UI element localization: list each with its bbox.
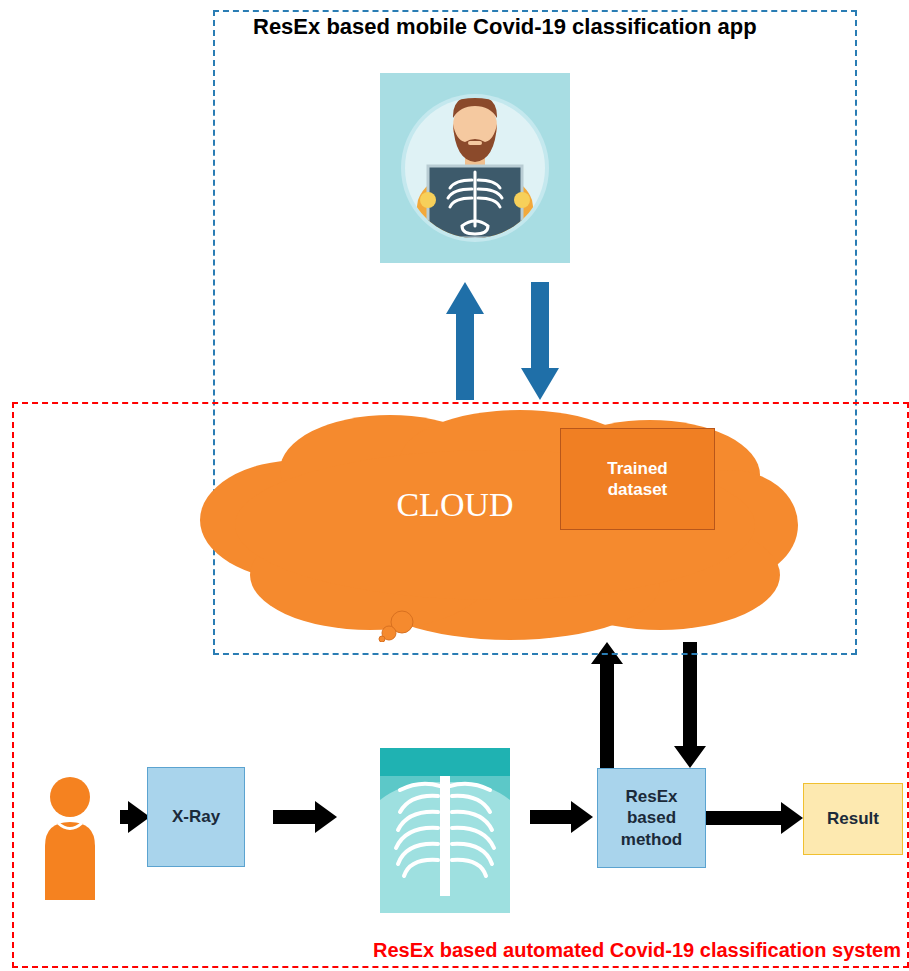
app-upload-arrow bbox=[446, 282, 484, 400]
flow-arrow bbox=[273, 801, 337, 833]
node-label: CLOUD bbox=[396, 486, 513, 524]
node-label: Trained dataset bbox=[588, 458, 688, 501]
result-box: Result bbox=[803, 783, 903, 855]
flow-arrow bbox=[591, 642, 623, 768]
cloud-shape: CLOUD Trained dataset bbox=[190, 410, 800, 642]
chest-xray-image bbox=[380, 748, 510, 913]
flow-arrow bbox=[674, 642, 706, 768]
node-label: ResEx based method bbox=[612, 786, 692, 850]
flow-arrow bbox=[530, 801, 593, 833]
flow-arrow bbox=[120, 801, 150, 833]
process-box: ResEx based method bbox=[597, 768, 706, 868]
app-download-arrow bbox=[521, 282, 559, 400]
process-box: X-Ray bbox=[147, 767, 245, 867]
node-label: X-Ray bbox=[172, 806, 220, 827]
patient-icon bbox=[45, 777, 95, 900]
node-label: ResEx based mobile Covid-19 classificati… bbox=[253, 14, 757, 40]
flow-arrow bbox=[706, 802, 803, 834]
node-label: Result bbox=[827, 808, 879, 829]
dataset-box: Trained dataset bbox=[560, 428, 715, 530]
system-region: ResEx based automated Covid-19 classific… bbox=[12, 402, 909, 968]
doctor-illustration bbox=[380, 73, 570, 263]
node-label: ResEx based automated Covid-19 classific… bbox=[373, 939, 901, 962]
